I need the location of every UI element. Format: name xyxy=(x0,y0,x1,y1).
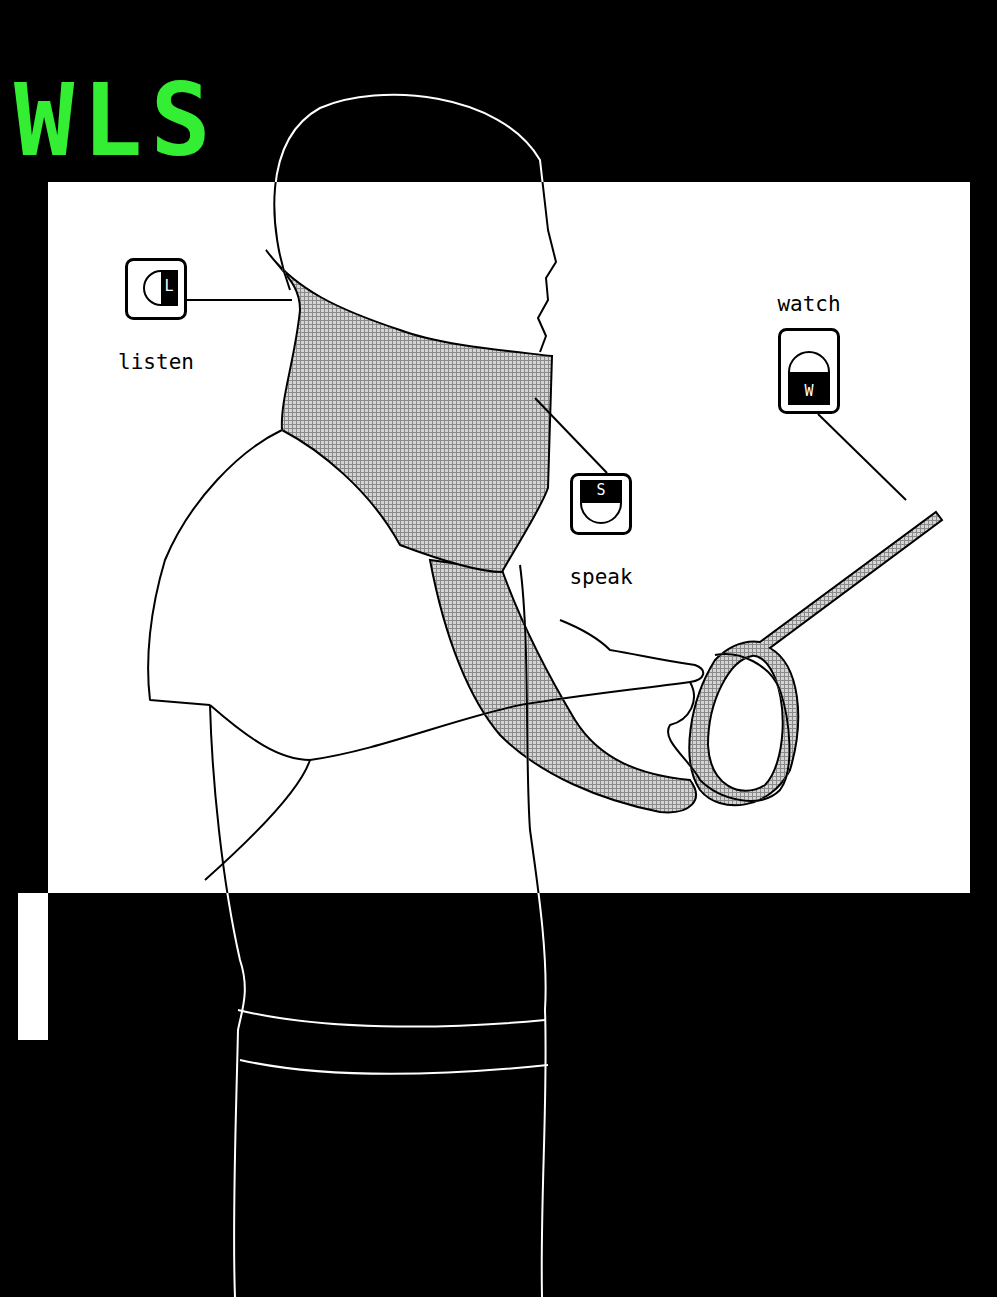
icon-label: listen xyxy=(115,350,197,375)
title: WLS xyxy=(14,66,219,176)
icon-box: Llisten xyxy=(125,258,187,320)
leader-lines xyxy=(185,300,906,500)
icon-letter: L xyxy=(159,277,179,295)
icon-letter: W xyxy=(799,382,819,400)
icon-shape xyxy=(778,328,840,414)
icon-label: speak xyxy=(560,565,642,590)
icon-box: Sspeak xyxy=(570,473,632,535)
icon-shape xyxy=(125,258,187,320)
icon-letter: S xyxy=(591,481,611,499)
icon-label: watch xyxy=(768,292,850,317)
icon-box: watchW xyxy=(778,328,840,414)
